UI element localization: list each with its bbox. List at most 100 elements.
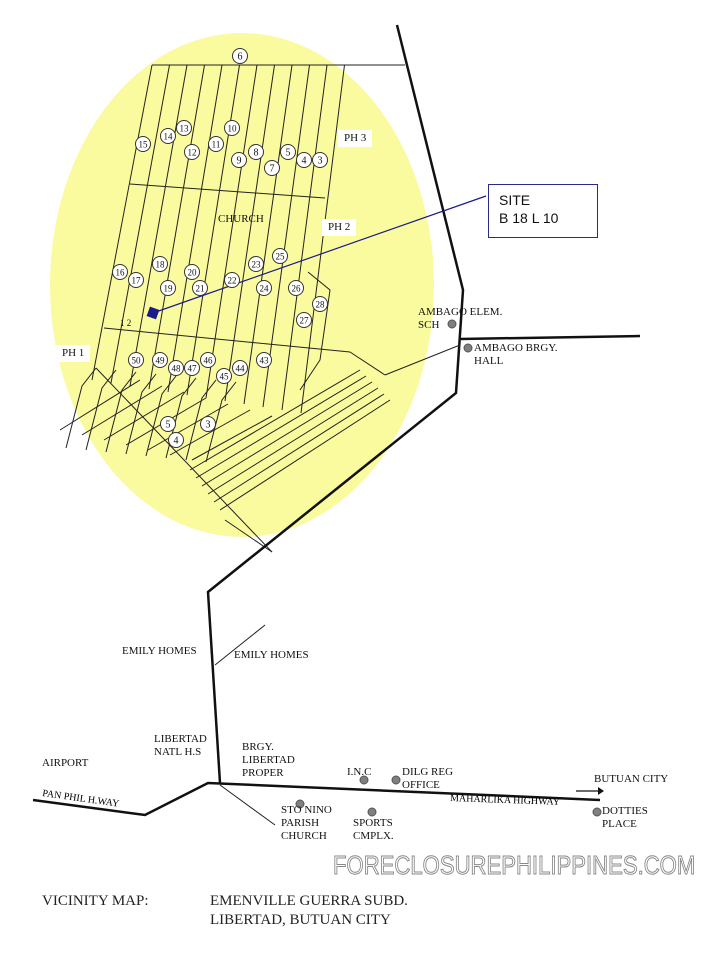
block-number-text: 5 — [166, 420, 171, 431]
block-number-26: 26 — [288, 280, 304, 296]
block-number-text: 26 — [292, 284, 302, 294]
block-number-16: 16 — [112, 264, 128, 280]
block-number-11: 11 — [208, 136, 224, 152]
block-number-text: 3 — [206, 420, 211, 431]
landmark-sto-nino: STO NINO PARISH CHURCH — [281, 804, 332, 842]
block-number-15: 15 — [135, 136, 151, 152]
landmark-markers — [295, 319, 602, 817]
block-number-text: 5 — [286, 148, 291, 159]
block-number-18: 18 — [152, 256, 168, 272]
landmark-dot — [367, 807, 377, 817]
block-number-21: 21 — [192, 280, 208, 296]
block-number-44: 44 — [232, 360, 248, 376]
minor-roads — [214, 344, 461, 826]
block-number-text: 47 — [188, 364, 198, 374]
block-number-text: 25 — [276, 252, 286, 262]
block-number-10: 10 — [224, 120, 240, 136]
landmark-dot — [592, 807, 602, 817]
block-number-4: 4 — [296, 152, 312, 168]
block-number-text: 14 — [164, 132, 174, 142]
block-number-49: 49 — [152, 352, 168, 368]
block-number-text: 21 — [196, 284, 205, 294]
block-number-48: 48 — [168, 360, 184, 376]
footer-label: VICINITY MAP: — [42, 893, 149, 909]
block-number-text: 16 — [116, 268, 126, 278]
block-number-14: 14 — [160, 128, 176, 144]
block-number-19: 19 — [160, 280, 176, 296]
block-number-23: 23 — [248, 256, 264, 272]
block-number-text: 11 — [212, 140, 221, 150]
block-number-text: 49 — [156, 356, 166, 366]
block-number-text: 44 — [236, 364, 246, 374]
block-number-text: 27 — [300, 316, 310, 326]
block-number-22: 22 — [224, 272, 240, 288]
block-number-5: 5 — [280, 144, 296, 160]
landmark-ambago-elem: AMBAGO ELEM. SCH — [418, 306, 503, 331]
block-number-text: 4 — [174, 436, 179, 447]
block-number-9: 9 — [231, 152, 247, 168]
block-number-5: 5 — [160, 416, 176, 432]
block-number-43: 43 — [256, 352, 272, 368]
landmark-dot — [463, 343, 473, 353]
block-number-50: 50 — [128, 352, 144, 368]
block-number-text: 24 — [260, 284, 270, 294]
block-number-8: 8 — [248, 144, 264, 160]
block-number-27: 27 — [296, 312, 312, 328]
landmark-ambago-hall: AMBAGO BRGY. HALL — [474, 342, 558, 367]
block-number-text: 3 — [318, 156, 323, 167]
landmark-libertad-hs: LIBERTAD NATL H.S — [154, 733, 207, 758]
block-number-text: 7 — [270, 164, 275, 175]
block-number-4: 4 — [168, 432, 184, 448]
landmark-emily-homes-1: EMILY HOMES — [122, 645, 197, 657]
block-number-text: 6 — [238, 52, 243, 63]
landmark-brgy-libertad: BRGY. LIBERTAD PROPER — [242, 741, 295, 779]
block-number-text: 48 — [172, 364, 182, 374]
church-label: CHURCH — [218, 213, 264, 225]
landmark-dot — [295, 799, 305, 809]
block-number-text: 9 — [237, 156, 242, 167]
landmark-butuan-city: BUTUAN CITY — [594, 773, 669, 785]
landmark-dot — [391, 775, 401, 785]
watermark: FORECLOSUREPHILIPPINES.COM — [333, 850, 696, 881]
block-number-3: 3 — [200, 416, 216, 432]
arrow-right-icon — [598, 787, 604, 795]
block-number-text: 22 — [228, 276, 237, 286]
landmark-sports-complex: SPORTS CMPLX. — [353, 817, 394, 842]
footer-line-1: EMENVILLE GUERRA SUBD. — [210, 893, 408, 909]
block-number-text: 15 — [139, 140, 149, 150]
block-number-13: 13 — [176, 120, 192, 136]
site-callout: SITE B 18 L 10 — [488, 184, 598, 238]
block-number-text: 23 — [252, 260, 262, 270]
block-number-3: 3 — [312, 152, 328, 168]
block-number-text: 46 — [204, 356, 214, 366]
site-marker[interactable] — [146, 306, 160, 320]
block-number-text: 20 — [188, 268, 198, 278]
block-number-text: 19 — [164, 284, 174, 294]
main-roads — [32, 24, 641, 817]
block-number-45: 45 — [216, 368, 232, 384]
block-number-text: 17 — [132, 276, 142, 286]
block-number-46: 46 — [200, 352, 216, 368]
block-number-text: 4 — [302, 156, 307, 167]
phase-3-label: PH 3 — [338, 130, 373, 147]
landmark-dot — [447, 319, 457, 329]
block-number-text: 13 — [180, 124, 190, 134]
subdivision-grid — [59, 64, 405, 553]
landmark-inc: I.N.C — [347, 766, 372, 778]
site-pointer-line — [152, 195, 487, 314]
landmark-airport: AIRPORT — [42, 757, 89, 769]
block-number-12: 12 — [184, 144, 200, 160]
block-number-25: 25 — [272, 248, 288, 264]
landmark-dotties-place: DOTTIES PLACE — [602, 805, 648, 830]
landmark-dilg: DILG REG OFFICE — [402, 766, 454, 791]
landmark-emily-homes-2: EMILY HOMES — [234, 649, 309, 661]
block-number-text: 43 — [260, 356, 270, 366]
block-number-7: 7 — [264, 160, 280, 176]
block-number-17: 17 — [128, 272, 144, 288]
site-title: SITE — [499, 192, 531, 208]
block-number-47: 47 — [184, 360, 200, 376]
block-number-24: 24 — [256, 280, 272, 296]
lot-marks: 1 2 — [120, 318, 132, 328]
